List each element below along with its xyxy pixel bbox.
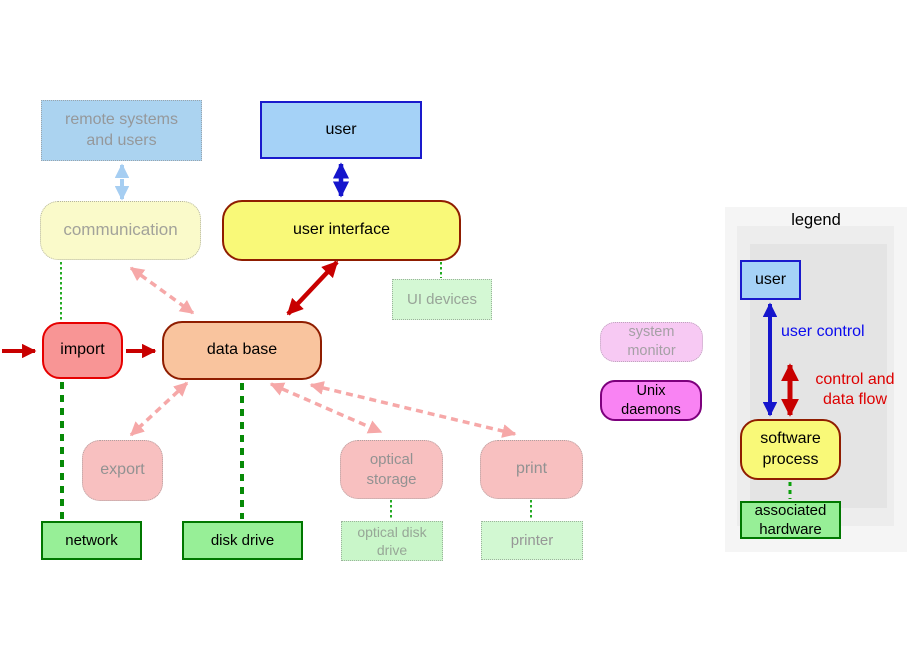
print-label: print <box>515 460 548 478</box>
optical-storage-label: optical storage <box>366 451 417 488</box>
node-unix-daemons: Unix daemons <box>600 380 702 421</box>
node-disk-drive: disk drive <box>182 521 303 560</box>
communication-database-arrow <box>129 266 195 315</box>
disk-drive-label: disk drive <box>210 531 275 549</box>
node-communication: communication <box>40 201 201 260</box>
node-export: export <box>82 440 163 501</box>
network-label: network <box>65 531 118 549</box>
legend-title: legend <box>791 211 841 229</box>
userinterface-database-arrow <box>286 260 339 316</box>
node-optical-disk-drive: optical disk drive <box>341 521 443 561</box>
database-opticalstorage-arrow <box>269 382 383 434</box>
legend-associated-hardware-label: associated hardware <box>754 501 827 539</box>
data-base-label: data base <box>206 341 278 359</box>
export-label: export <box>100 461 145 479</box>
node-user-interface: user interface <box>222 200 461 261</box>
legend-associated-hardware-box: associated hardware <box>740 501 841 539</box>
node-network: network <box>41 521 142 560</box>
database-export-arrow <box>129 381 189 437</box>
legend-user-label: user <box>754 270 787 288</box>
import-label: import <box>60 341 105 359</box>
optical-disk-drive-label: optical disk drive <box>357 523 427 558</box>
legend-user-control-label: user control <box>781 323 865 340</box>
remote-systems-label: remote systems and users <box>65 110 178 149</box>
node-print: print <box>480 440 583 499</box>
legend-software-process-box: software process <box>740 419 841 480</box>
database-print-arrow <box>309 381 517 438</box>
communication-label: communication <box>63 220 178 240</box>
unix-daemons-label: Unix daemons <box>621 382 681 418</box>
node-remote-systems: remote systems and users <box>41 100 202 161</box>
printer-label: printer <box>510 531 554 549</box>
user-interface-label: user interface <box>293 221 390 239</box>
node-system-monitor: system monitor <box>600 322 703 362</box>
legend-user-box: user <box>740 260 801 300</box>
legend-control-flow-label: control and data flow <box>815 371 895 408</box>
ui-devices-label: UI devices <box>406 290 478 308</box>
node-optical-storage: optical storage <box>340 440 443 499</box>
user-label: user <box>325 120 357 138</box>
node-import: import <box>42 322 123 379</box>
node-ui-devices: UI devices <box>392 279 492 320</box>
node-user: user <box>260 101 422 159</box>
node-printer: printer <box>481 521 583 560</box>
system-monitor-label: system monitor <box>627 324 676 359</box>
node-data-base: data base <box>162 321 322 380</box>
legend-software-process-label: software process <box>760 429 821 468</box>
